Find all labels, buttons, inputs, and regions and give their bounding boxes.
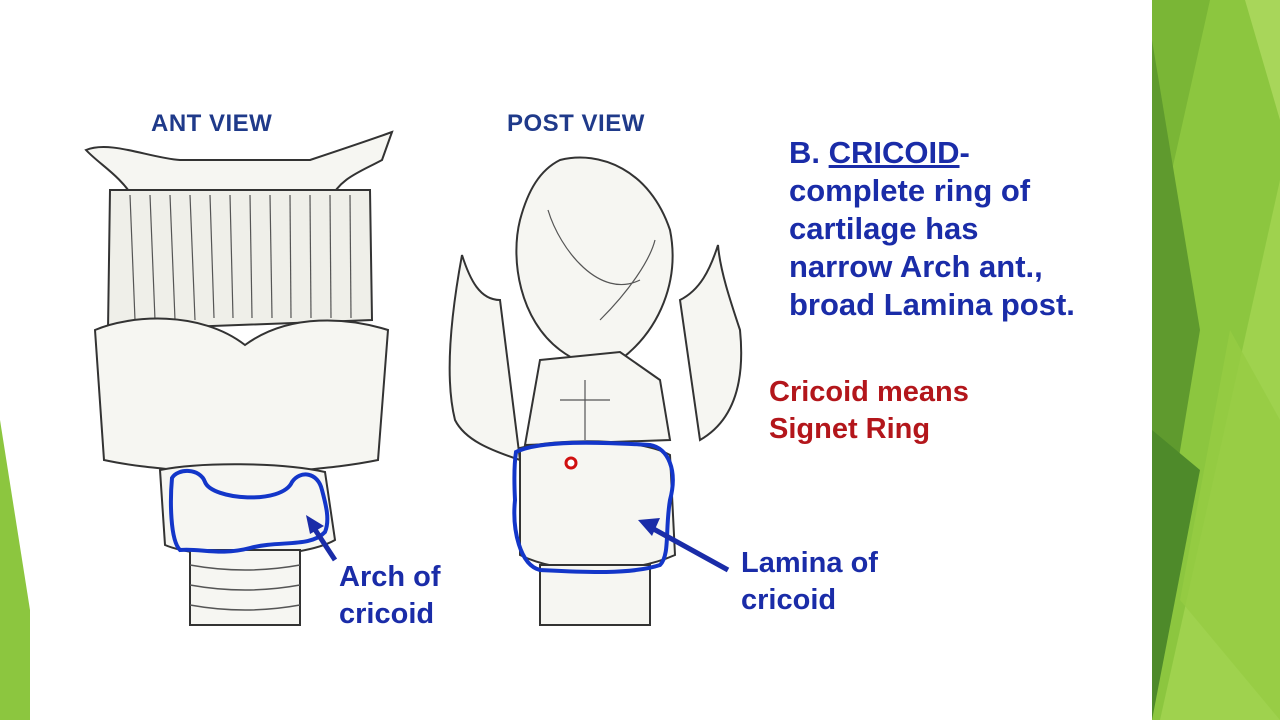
lamina-outline <box>512 440 675 575</box>
ant-view-label: ANT VIEW <box>151 110 273 137</box>
description-line: broad Lamina post. <box>789 287 1075 322</box>
arch-label-line: Arch of <box>339 561 441 593</box>
arch-label: Arch of cricoid <box>339 559 441 625</box>
description-heading: B. CRICOID- <box>789 134 1144 172</box>
heading-suffix: - <box>959 135 970 170</box>
lamina-pointer-arrow <box>648 524 730 573</box>
etymology-note: Cricoid means Signet Ring <box>769 374 969 448</box>
arch-pointer-arrow <box>309 523 338 562</box>
lamina-label-line: cricoid <box>741 584 837 616</box>
note-line: Signet Ring <box>769 413 931 445</box>
left-green-decoration <box>0 420 30 720</box>
post-view-label: POST VIEW <box>507 110 645 137</box>
arch-outline <box>168 469 330 554</box>
lamina-label: Lamina of cricoid <box>741 545 878 619</box>
description-line: narrow Arch ant., <box>789 249 1043 284</box>
description-line: complete ring of <box>789 173 1031 208</box>
description-line: cartilage has <box>789 211 979 246</box>
heading-term: CRICOID <box>828 135 960 170</box>
note-line: Cricoid means <box>769 376 969 408</box>
arch-label-line: cricoid <box>339 598 435 625</box>
cricoid-description: B. CRICOID- complete ring of cartilage h… <box>789 134 1144 324</box>
larynx-posterior-illustration <box>448 156 743 626</box>
right-green-decoration <box>1152 0 1280 720</box>
lamina-label-line: Lamina of <box>741 547 878 579</box>
larynx-anterior-illustration <box>84 130 394 626</box>
lamina-pointer-arrowhead <box>638 518 660 536</box>
heading-prefix: B. <box>789 135 829 170</box>
arch-pointer-arrowhead <box>306 515 324 534</box>
pointer-dot <box>564 456 578 470</box>
